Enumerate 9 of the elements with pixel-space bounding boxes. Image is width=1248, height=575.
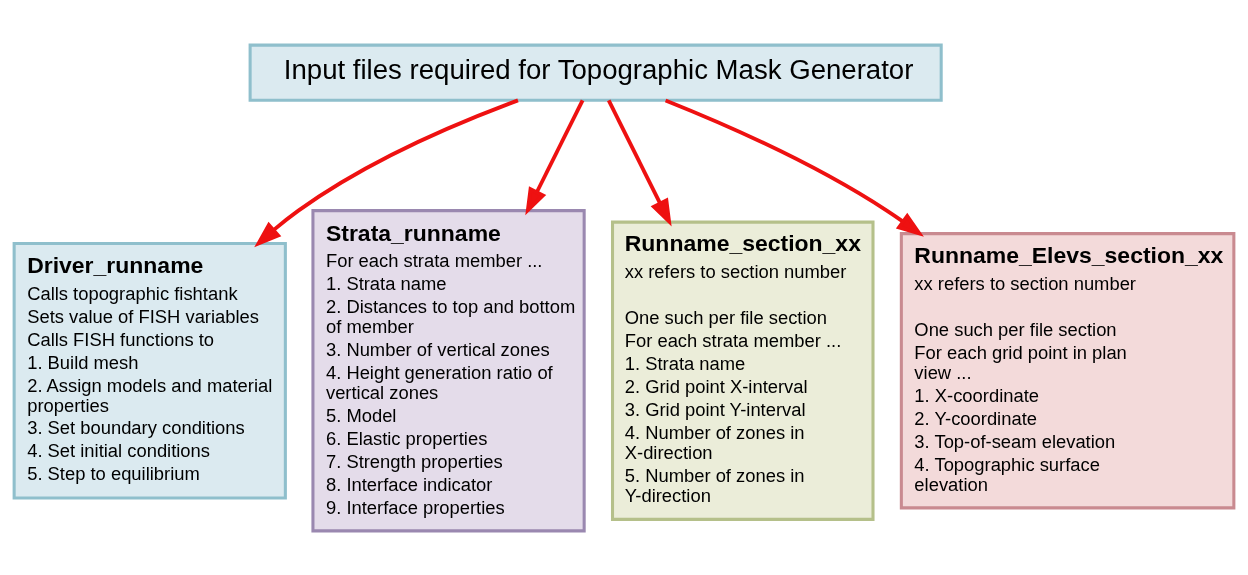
arrow <box>525 99 585 215</box>
node-box: Runname_section_xx xx refers to section number One such per file section For each strata member ... 1. Strata name 2. Grid point X-interval 3. Grid point Y-interval 4. Number of zones in X-direction 5. Number of zones in Y-direction <box>611 220 875 521</box>
node-box: Runname_Elevs_section_xx xx refers to section number One such per file section For each grid point in plan view ... 1. X-coordinate 2. Y-coordinate 3. Top-of-seam elevation 4. Topographic surface elevation <box>899 231 1236 509</box>
arrow <box>254 98 519 247</box>
node-box: Strata_runname For each strata member ... 1. Strata name 2. Distances to top and bottom of member 3. Number of vertical zones 4. Height generation ratio of vertical zones 5. Model 6. Elastic properties 7. Strength properties 8. Interface indicator 9. Interface properties <box>311 208 586 532</box>
arrow <box>607 99 672 227</box>
node-box: Driver_runname Calls topographic fishtank Sets value of FISH variables Calls FISH functions to 1. Build mesh 2. Assign models and material properties 3. Set boundary conditions 4. Set initial conditions 5. Step to equilibrium <box>12 241 287 499</box>
node-box: Input files required for Topographic Mask Generator <box>248 43 943 102</box>
arrow <box>664 98 924 237</box>
